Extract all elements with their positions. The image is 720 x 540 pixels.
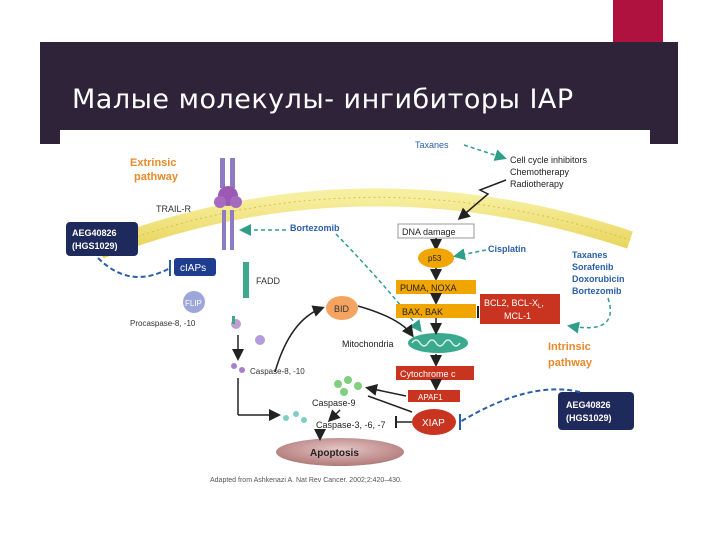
intrinsic-label-2: pathway: [548, 357, 593, 369]
bcl2-line1: BCL2, BCL-XL,: [484, 298, 544, 310]
bcl2-box: [480, 294, 560, 324]
bax-bak-box: [396, 304, 476, 318]
procaspase-label: Procaspase-8, -10: [130, 319, 196, 328]
citation: Adapted from Ashkenazi A. Nat Rev Cancer…: [210, 477, 402, 484]
cell-cycle-line1: Cell cycle inhibitors: [510, 155, 588, 165]
apaf1-label: APAF1: [418, 393, 443, 402]
intrinsic-label-1: Intrinsic: [548, 341, 591, 353]
xiap-icon: [412, 409, 456, 435]
right-drug-3: Doxorubicin: [572, 274, 625, 284]
fadd-icon: [243, 262, 249, 298]
p53-label: p53: [428, 254, 442, 263]
apoptosis-icon: [276, 438, 404, 466]
trail-receptor-icon: [214, 158, 242, 250]
extrinsic-label-2: pathway: [134, 171, 179, 183]
iap-pathway-figure: Extrinsic pathway TRAIL-R AEG40826 (HGS1…: [60, 130, 650, 490]
mitochondria-label: Mitochondria: [342, 339, 394, 349]
flip-label: FLIP: [185, 299, 202, 308]
aeg-left-inhibition: [97, 257, 171, 278]
caspase9-label: Caspase-9: [312, 398, 356, 408]
p53-icon: [418, 248, 454, 268]
right-drug-4: Bortezomib: [572, 286, 622, 296]
xiap-label: XIAP: [422, 418, 445, 429]
bortezomib-top-label: Bortezomib: [290, 223, 340, 233]
ciaps-label: cIAPs: [180, 263, 206, 274]
dna-damage-label: DNA damage: [402, 227, 456, 237]
bax-bak-label: BAX, BAK: [402, 307, 443, 317]
apoptosis-label: Apoptosis: [310, 448, 359, 459]
aeg-right-line1: AEG40826: [566, 400, 611, 410]
cell-cycle-line3: Radiotherapy: [510, 179, 564, 189]
mitochondria-icon: [408, 333, 468, 353]
flip-icon: [183, 291, 205, 313]
caspase8-label: Caspase-8, -10: [250, 367, 305, 376]
puma-noxa-box: [396, 280, 476, 294]
right-drug-2: Sorafenib: [572, 262, 614, 272]
slide-title: Малые молекулы- ингибиторы IAP: [72, 84, 574, 115]
puma-noxa-label: PUMA, NOXA: [400, 283, 457, 293]
ciaps-box: [174, 258, 216, 276]
aeg-right-box: [558, 392, 634, 430]
aeg-left-box: [66, 222, 138, 256]
taxanes-top-label: Taxanes: [415, 140, 449, 150]
caspase3-label: Caspase-3, -6, -7: [316, 420, 386, 430]
aeg-left-line1: AEG40826: [72, 228, 117, 238]
aeg-left-line2: (HGS1029): [72, 241, 118, 251]
cisplatin-label: Cisplatin: [488, 244, 526, 254]
cytochrome-box: [396, 366, 474, 380]
bcl2-line2: MCL-1: [504, 311, 531, 321]
trail-r-label: TRAIL-R: [156, 204, 192, 214]
cytochrome-label: Cytochrome c: [400, 369, 456, 379]
pathway-diagram: Extrinsic pathway TRAIL-R AEG40826 (HGS1…: [66, 140, 634, 484]
aeg-right-inhibition: [459, 388, 581, 423]
title-bar: [40, 42, 678, 144]
aeg-right-line2: (HGS1029): [566, 413, 612, 423]
apaf1-box: [408, 390, 460, 402]
right-drug-1: Taxanes: [572, 250, 607, 260]
fadd-label: FADD: [256, 276, 281, 286]
extrinsic-label-1: Extrinsic: [130, 157, 176, 169]
bid-icon: [326, 296, 358, 320]
cell-cycle-line2: Chemotherapy: [510, 167, 570, 177]
bid-label: BID: [334, 304, 350, 314]
